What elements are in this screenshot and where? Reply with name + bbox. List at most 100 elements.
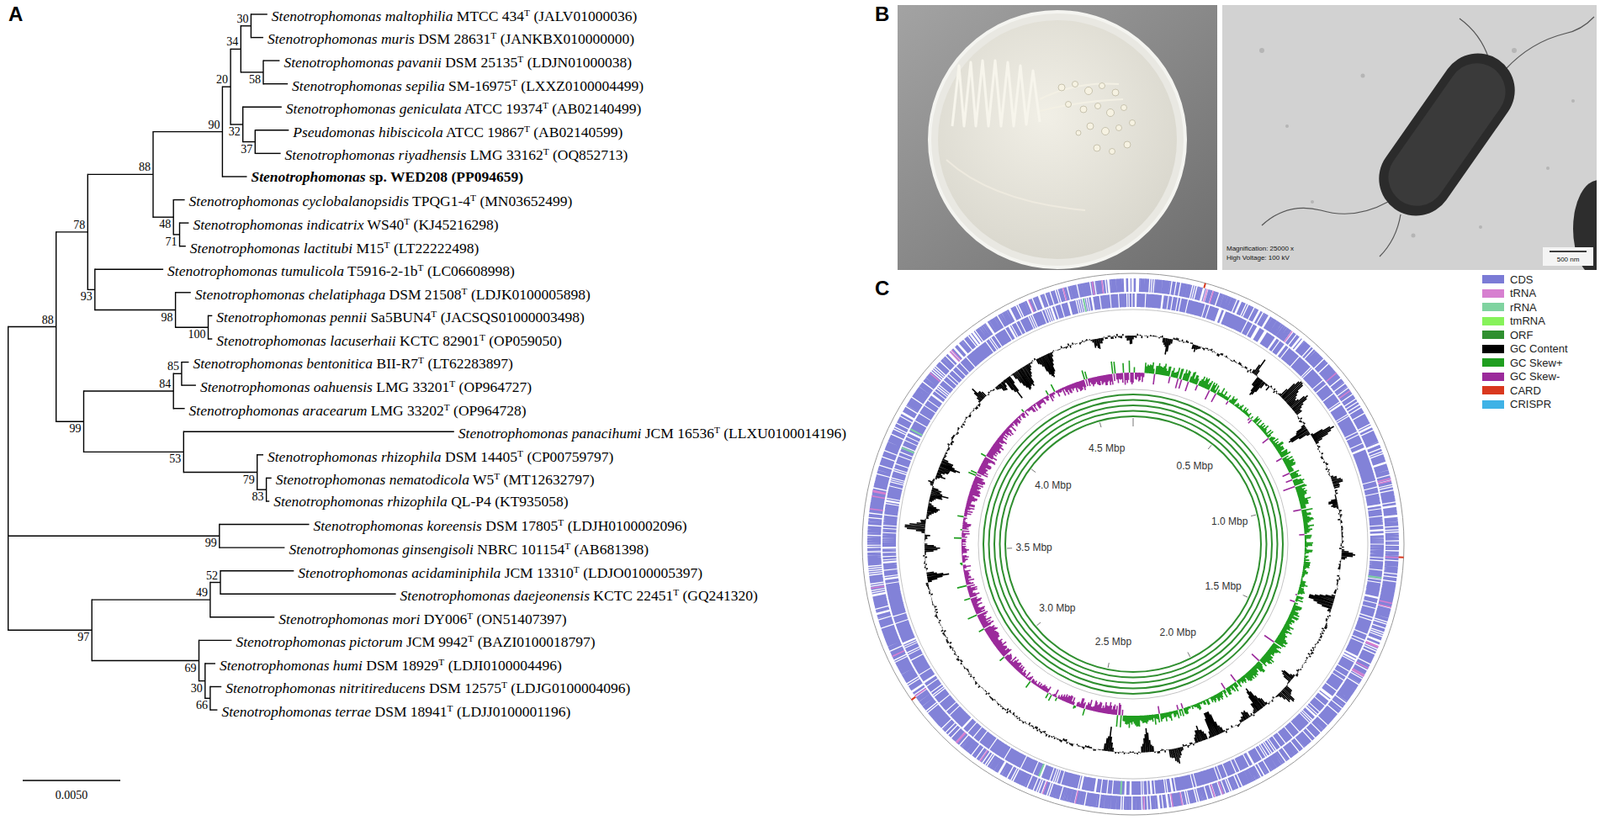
accession-text: (MN03652499) (476, 193, 573, 211)
taxon-label: Stenotrophomonas chelatiphaga DSM 21508T… (195, 282, 591, 303)
gc-skew-positive (953, 360, 1314, 729)
accession-text: (LLXU0100014196) (720, 424, 847, 442)
accession-text: (LC06608998) (423, 262, 515, 280)
taxon-label: Stenotrophomonas terrae DSM 18941T (LDJJ… (221, 699, 571, 721)
species-name: Stenotrophomonas lacuserhaii (216, 332, 396, 350)
orf-ring (1005, 416, 1261, 673)
scale-tick-label: 1.0 Mbp (1211, 515, 1248, 528)
legend-swatch (1482, 372, 1505, 382)
strain-text: DSM 25135 (441, 53, 518, 71)
tree-branch (243, 141, 256, 143)
scale-tick-label: 3.0 Mbp (1038, 602, 1076, 615)
panel-letter: B (874, 3, 890, 26)
taxon-label: Stenotrophomonas pictorum JCM 9942T (BAZ… (235, 630, 595, 651)
tree-branch (230, 123, 244, 125)
tree-branch (210, 582, 221, 583)
legend-text: GC Skew+ (1509, 356, 1563, 370)
taxon-label: Stenotrophomonas riyadhensis LMG 33162T … (285, 143, 629, 164)
bootstrap-value: 48 (158, 218, 171, 231)
bootstrap-value: 52 (206, 570, 218, 583)
petri-dish (929, 11, 1186, 268)
tree-branch (153, 131, 223, 133)
strain-text: SM-16975 (445, 77, 512, 95)
species-name: Stenotrophomonas oahuensis (200, 378, 373, 396)
tree-branch (257, 454, 264, 456)
species-name: Stenotrophomonas chelatiphaga (195, 286, 386, 303)
micrograph-info: High Voltage: 100 kV (1226, 254, 1290, 262)
bootstrap-value: 85 (167, 360, 180, 373)
tree-branch (56, 231, 89, 233)
strain-text: QL-P4 (447, 492, 492, 510)
tree-branch (250, 13, 267, 15)
tree-branch (243, 106, 282, 108)
legend-swatch (1482, 302, 1505, 312)
accession-text: (JANKBX010000000) (496, 31, 635, 48)
tree-branch (257, 489, 267, 491)
tree-branch (254, 153, 281, 154)
strain-text: DSM 12575 (425, 680, 502, 698)
taxon-label: Stenotrophomonas koreensis DSM 17805T (L… (313, 513, 688, 535)
accession-text: (LDJJ0100001196) (453, 703, 572, 721)
tree-branch (175, 327, 209, 329)
tree-branch (208, 338, 213, 340)
tree-branch (95, 269, 164, 271)
taxon-label: Stenotrophomonas tumulicola T5916-2-1bT … (167, 259, 515, 280)
map-border (862, 273, 1404, 816)
species-name: Stenotrophomonas pictorum (235, 634, 403, 652)
gc-content-plot (905, 333, 1357, 764)
accession-text: (LDJI0100004496) (444, 656, 562, 674)
bootstrap-value: 99 (69, 423, 82, 435)
tree-branch (199, 640, 233, 642)
genus-name: Stenotrophomonas (251, 168, 366, 186)
plate-photo (897, 5, 1218, 271)
species-name: Stenotrophomonas cyclobalanopsidis (189, 193, 409, 211)
legend-swatch (1482, 317, 1505, 326)
orf-ring (983, 394, 1283, 695)
bacterial-cell (1364, 38, 1530, 230)
accession-text: (LDJG0100004096) (507, 680, 631, 698)
taxon-label: Stenotrophomonas humi DSM 18929T (LDJI01… (219, 653, 562, 674)
type-strain-mark: T (517, 53, 524, 64)
tree-branch (222, 175, 247, 177)
species-name: Stenotrophomonas pavanii (283, 53, 441, 71)
species-name: Stenotrophomonas aracearum (189, 402, 368, 419)
type-strain-mark: T (501, 679, 508, 690)
orf-ring (989, 400, 1278, 689)
type-strain-mark: T (418, 354, 424, 366)
tree-branch (87, 174, 154, 175)
bootstrap-value: 78 (73, 219, 85, 232)
bootstrap-value: 83 (252, 491, 265, 504)
tree-branch (263, 59, 280, 61)
taxon-label: Stenotrophomonas sp. WED208 (PP094659) (251, 168, 525, 186)
bootstrap-value: 79 (243, 474, 255, 487)
strain-text: TPQG1-4 (408, 193, 471, 211)
map-ring (898, 309, 1368, 779)
scale-label: 500 nm (1557, 255, 1580, 264)
species-name: Stenotrophomonas tumulicola (167, 262, 345, 280)
type-strain-mark: T (524, 7, 530, 18)
species-name: Stenotrophomonas acidaminiphila (297, 564, 501, 582)
species-name: Pseudomonas hibiscicola (292, 123, 443, 141)
tree-branch (56, 421, 85, 423)
accession-text: (LT22222498) (390, 239, 480, 257)
rrna-marks (901, 298, 1382, 795)
scale-tick-label: 2.0 Mbp (1160, 626, 1197, 639)
photo-background (897, 5, 1218, 271)
tree-branch (87, 289, 96, 291)
legend-text: ORF (1509, 328, 1533, 342)
species-name: Stenotrophomonas koreensis (313, 518, 483, 536)
taxon-label: Stenotrophomonas lacuserhaii KCTC 82901T… (216, 328, 562, 350)
type-strain-mark: T (714, 424, 721, 435)
legend-swatch (1482, 386, 1505, 395)
strain-text: KCTC 82901 (396, 332, 480, 350)
strain-text: BII-R7 (372, 355, 419, 373)
accession-text: (PP094659) (447, 168, 524, 186)
gc-skew-negative (961, 372, 1305, 716)
tree-branch (199, 680, 206, 682)
species-name: Stenotrophomonas ginsengisoli (288, 540, 474, 558)
taxon-label: Stenotrophomonas ginsengisoli NBRC 10115… (288, 537, 649, 558)
legend-swatch (1482, 400, 1505, 409)
tree-branch (8, 535, 220, 537)
strain-text: JCM 16536 (641, 424, 715, 442)
tree-branch (205, 698, 211, 700)
